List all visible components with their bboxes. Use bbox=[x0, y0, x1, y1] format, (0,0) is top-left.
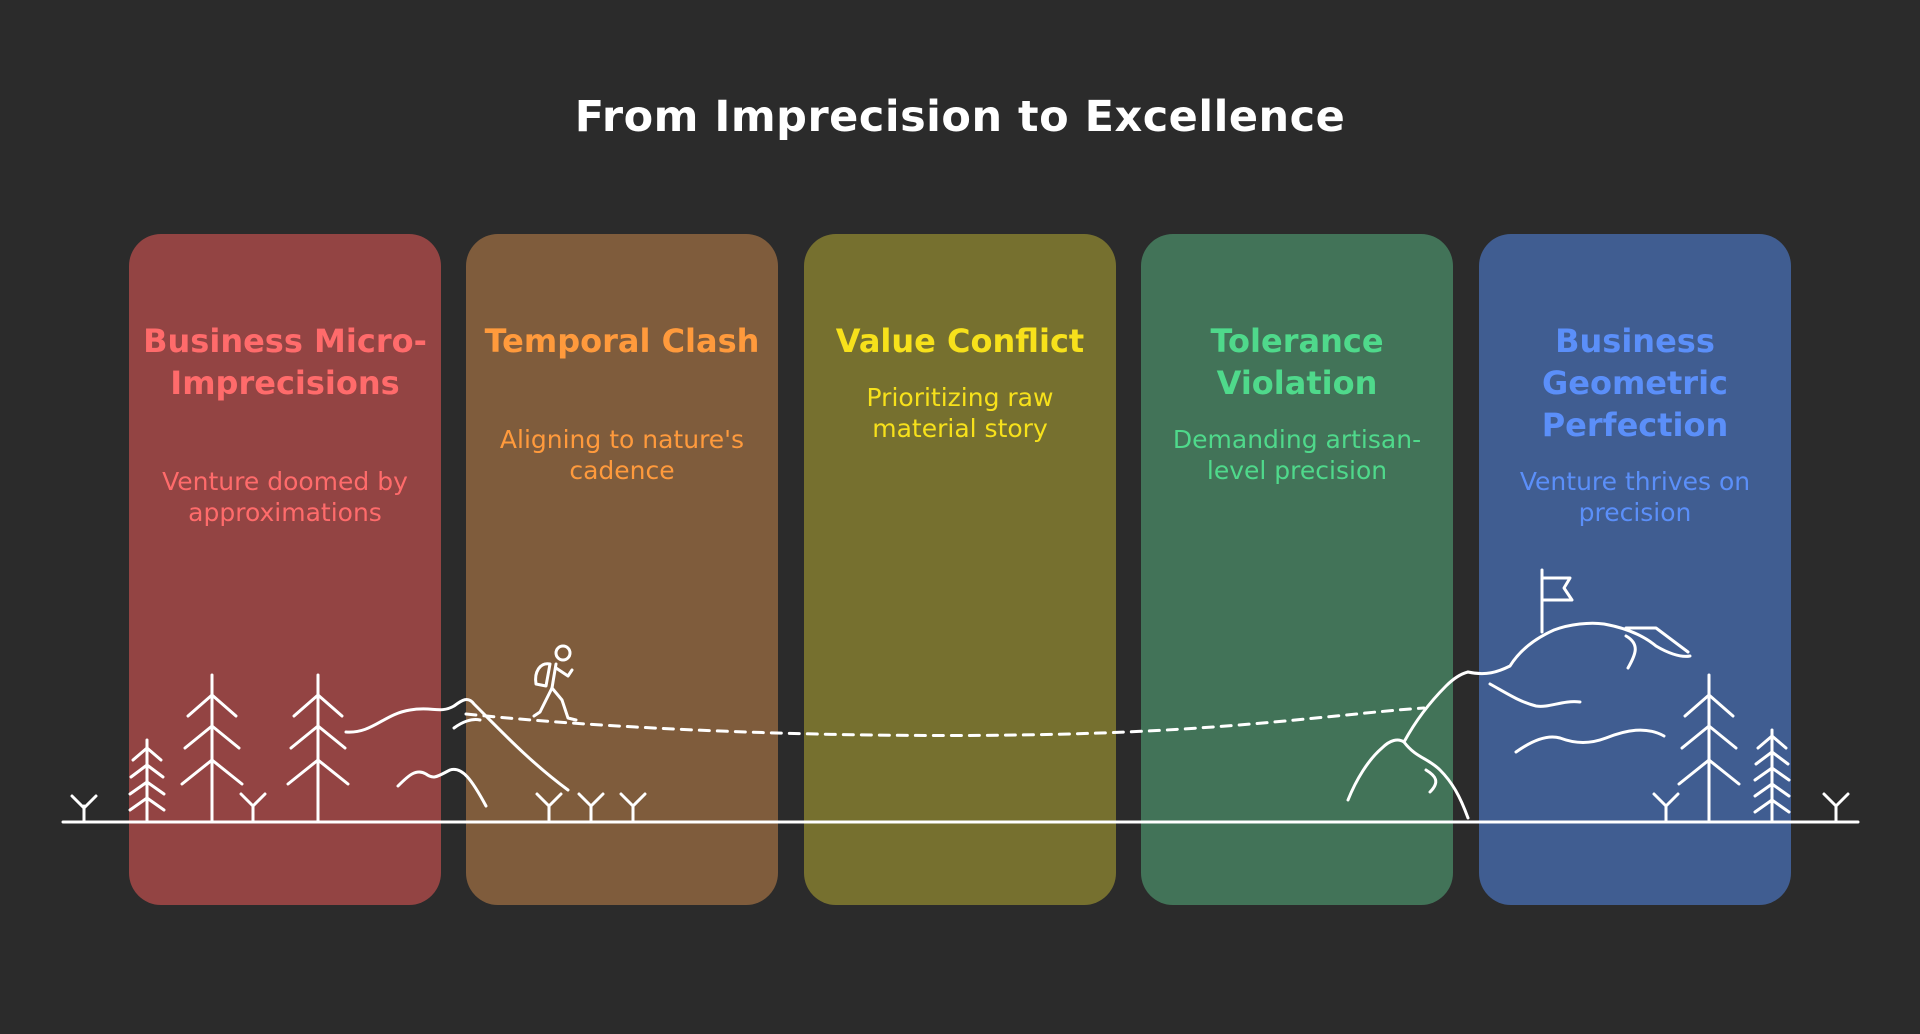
stage-card-tolerance-violation: Tolerance Violation Demanding artisan-le… bbox=[1141, 234, 1453, 905]
stage-card-micro-imprecisions: Business Micro-Imprecisions Venture doom… bbox=[129, 234, 441, 905]
diagram-title: From Imprecision to Excellence bbox=[574, 92, 1346, 142]
stage-description: Venture doomed by approximations bbox=[162, 467, 408, 527]
stage-heading: Value Conflict bbox=[835, 322, 1085, 360]
grass-icon bbox=[70, 794, 98, 824]
stage-heading: Business Geometric Perfection bbox=[1541, 322, 1729, 444]
stage-description: Venture thrives on precision bbox=[1519, 467, 1751, 527]
stage-description: Aligning to nature's cadence bbox=[499, 425, 745, 485]
stage-description: Prioritizing raw material story bbox=[866, 383, 1054, 443]
stage-heading: Tolerance Violation bbox=[1210, 322, 1384, 402]
stage-heading: Temporal Clash bbox=[484, 322, 760, 360]
stage-description: Demanding artisan-level precision bbox=[1172, 425, 1422, 485]
grass-icon bbox=[1822, 792, 1850, 824]
stage-heading: Business Micro-Imprecisions bbox=[143, 322, 427, 402]
stage-card-temporal-clash: Temporal Clash Aligning to nature's cade… bbox=[466, 234, 778, 905]
stage-card-geometric-perfection: Business Geometric Perfection Venture th… bbox=[1479, 234, 1791, 905]
stage-card-value-conflict: Value Conflict Prioritizing raw material… bbox=[804, 234, 1116, 905]
